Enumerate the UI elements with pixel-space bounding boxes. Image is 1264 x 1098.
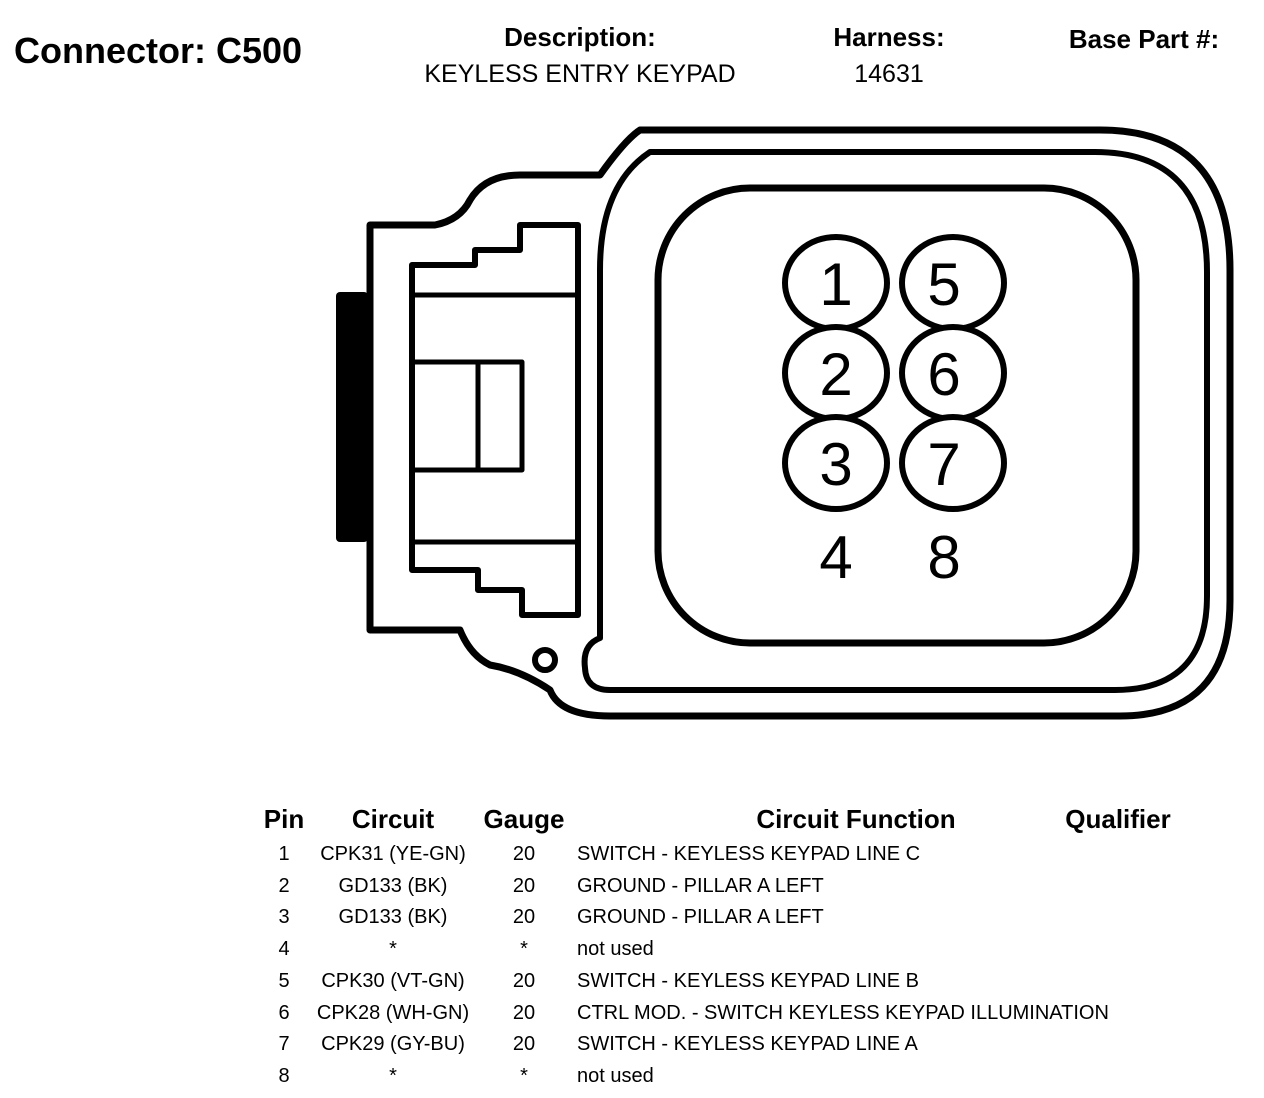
description-value: KEYLESS ENTRY KEYPAD — [424, 60, 736, 88]
column-header-circuit-function: Circuit Function — [756, 804, 956, 834]
row-function: SWITCH - KEYLESS KEYPAD LINE A — [577, 1033, 918, 1055]
row-function: GROUND - PILLAR A LEFT — [577, 906, 824, 928]
pin-number-4: 4 — [819, 524, 852, 591]
housing-inner-outline — [581, 149, 1210, 693]
base-part-label: Base Part #: — [1068, 24, 1220, 54]
row-circuit: GD133 (BK) — [338, 906, 448, 928]
row-gauge: 20 — [512, 1033, 536, 1055]
pin-3-cavity — [782, 414, 890, 512]
harness-value: 14631 — [854, 60, 924, 88]
row-pin: 2 — [278, 875, 290, 897]
column-header-qualifier: Qualifier — [1065, 804, 1171, 834]
row-pin: 4 — [278, 938, 290, 960]
row-pin: 3 — [278, 906, 290, 928]
row-function: not used — [577, 1065, 654, 1087]
column-header-gauge: Gauge — [483, 804, 565, 834]
column-header-circuit: Circuit — [351, 804, 435, 834]
row-function: not used — [577, 938, 654, 960]
harness-label: Harness: — [833, 22, 945, 52]
pin-number-8: 8 — [927, 524, 960, 591]
pin-number-6: 6 — [927, 341, 960, 408]
row-pin: 8 — [278, 1065, 290, 1087]
row-function: SWITCH - KEYLESS KEYPAD LINE C — [577, 843, 921, 865]
row-function: SWITCH - KEYLESS KEYPAD LINE B — [577, 970, 919, 992]
keying-notch — [532, 647, 558, 673]
row-circuit: GD133 (BK) — [338, 875, 448, 897]
seal-plate — [336, 292, 368, 542]
row-gauge: 20 — [512, 875, 536, 897]
row-gauge: 20 — [512, 1002, 536, 1024]
pin-number-7: 7 — [927, 431, 960, 498]
row-gauge: * — [520, 938, 528, 960]
pin-number-5: 5 — [927, 251, 960, 318]
pin-7-cavity — [899, 414, 1007, 512]
row-circuit: * — [389, 1065, 397, 1087]
row-circuit: CPK29 (GY-BU) — [321, 1033, 465, 1055]
pin-number-1: 1 — [819, 251, 852, 318]
column-header-pin: Pin — [263, 804, 305, 834]
latch-profile — [409, 222, 581, 618]
row-gauge: 20 — [512, 843, 536, 865]
row-function: CTRL MOD. - SWITCH KEYLESS KEYPAD ILLUMI… — [577, 1002, 1109, 1024]
row-pin: 6 — [278, 1002, 290, 1024]
row-pin: 1 — [278, 843, 290, 865]
connector-face-diagram — [336, 126, 1234, 720]
pin-layout: 1 2 3 4 5 6 7 8 — [782, 234, 1007, 591]
housing-outer-outline — [366, 126, 1234, 720]
row-circuit: CPK31 (YE-GN) — [320, 843, 466, 865]
row-circuit: * — [389, 938, 397, 960]
row-gauge: * — [520, 1065, 528, 1087]
pin-number-2: 2 — [819, 341, 852, 408]
latch-tab — [409, 359, 525, 473]
row-circuit: CPK30 (VT-GN) — [321, 970, 465, 992]
description-label: Description: — [504, 22, 656, 52]
row-circuit: CPK28 (WH-GN) — [316, 1002, 470, 1024]
row-gauge: 20 — [512, 906, 536, 928]
connector-title: Connector: C500 — [14, 30, 303, 71]
pin-number-3: 3 — [819, 431, 852, 498]
row-pin: 5 — [278, 970, 290, 992]
row-pin: 7 — [278, 1033, 290, 1055]
row-gauge: 20 — [512, 970, 536, 992]
pin-cavity-window — [654, 184, 1140, 647]
row-function: GROUND - PILLAR A LEFT — [577, 875, 824, 897]
